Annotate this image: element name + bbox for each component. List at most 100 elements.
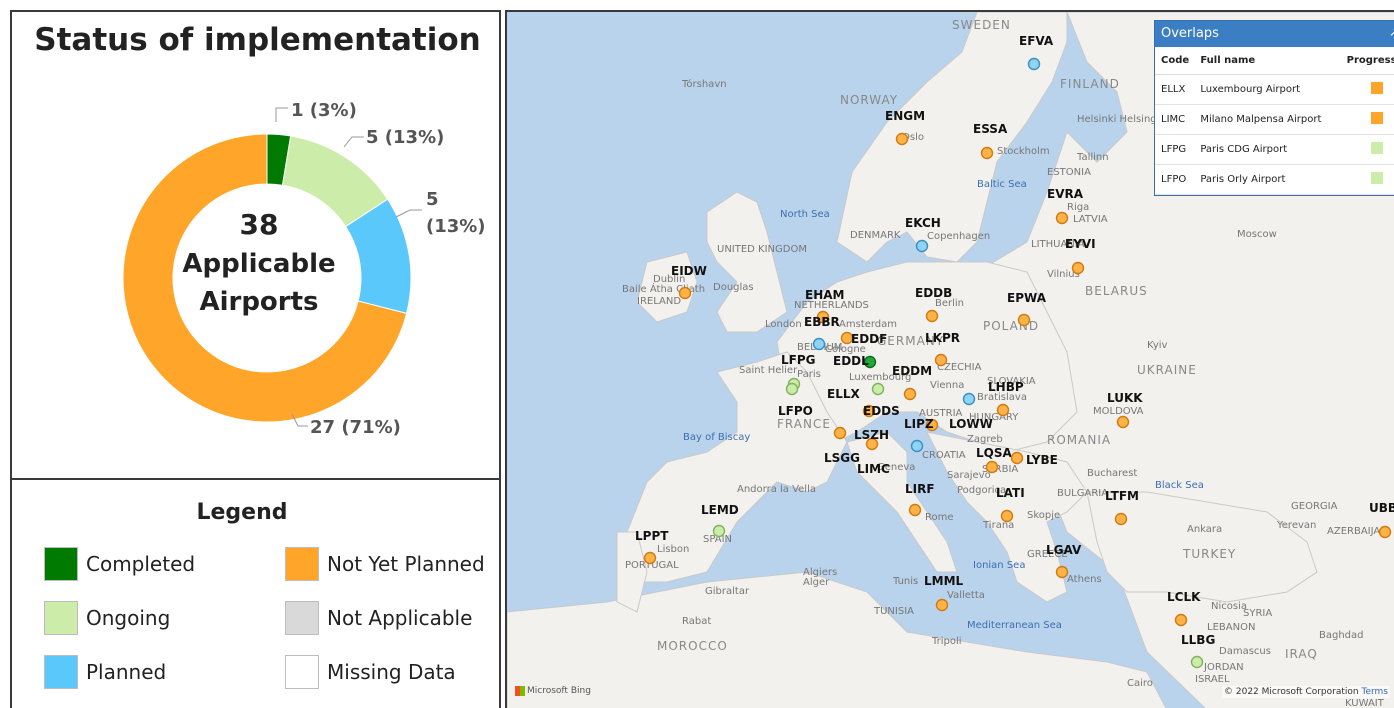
place-label: Saint Helier bbox=[739, 365, 798, 376]
legend-swatch bbox=[44, 655, 78, 689]
airport-code-label: LSGG bbox=[824, 451, 860, 465]
airport-marker-essa[interactable] bbox=[980, 146, 994, 160]
place-label: Andorra la Vella bbox=[737, 484, 816, 495]
place-label: Helsinki Helsingfors bbox=[1077, 114, 1176, 125]
place-label: Gibraltar bbox=[705, 586, 750, 597]
airport-marker-lszh[interactable] bbox=[865, 437, 879, 451]
airport-marker-eddb[interactable] bbox=[925, 309, 939, 323]
airport-marker-lkpr[interactable] bbox=[934, 353, 948, 367]
airport-marker-lgav[interactable] bbox=[1055, 565, 1069, 579]
place-label: Zagreb bbox=[967, 434, 1003, 445]
terms-link[interactable]: Terms bbox=[1361, 687, 1388, 697]
airport-marker-eham[interactable] bbox=[816, 310, 830, 324]
land-ireland bbox=[636, 251, 698, 323]
airport-marker-lfpo[interactable] bbox=[785, 382, 799, 396]
place-label: Berlin bbox=[935, 298, 964, 309]
place-label: Tórshavn bbox=[681, 78, 727, 90]
pin-icon[interactable]: ↗ bbox=[1389, 25, 1394, 39]
col-progress[interactable]: Progress bbox=[1340, 47, 1394, 75]
place-label: Ankara bbox=[1187, 524, 1222, 535]
bing-logo[interactable]: Microsoft Bing bbox=[515, 686, 591, 696]
cell-progress bbox=[1340, 164, 1394, 195]
airport-marker-evra[interactable] bbox=[1055, 211, 1069, 225]
airport-code-label: EDDM bbox=[892, 364, 932, 378]
airport-marker-lati[interactable] bbox=[1000, 509, 1014, 523]
place-label: UNITED KINGDOM bbox=[717, 244, 807, 255]
place-label: NETHERLANDS bbox=[794, 300, 869, 311]
place-label: Riga bbox=[1067, 202, 1089, 213]
airport-marker-lhbp[interactable] bbox=[962, 392, 976, 406]
progress-swatch bbox=[1370, 171, 1383, 184]
place-label: Ionian Sea bbox=[973, 560, 1025, 571]
airport-marker-loww[interactable] bbox=[996, 403, 1010, 417]
airport-marker-eddm[interactable] bbox=[903, 387, 917, 401]
label-ongoing: 5 (13%) bbox=[366, 127, 444, 148]
place-label: Dublin bbox=[653, 274, 685, 285]
airport-marker-lmml[interactable] bbox=[935, 598, 949, 612]
table-row[interactable]: ELLX Luxembourg Airport bbox=[1155, 74, 1394, 105]
airport-code-label: EYVI bbox=[1065, 237, 1096, 251]
leader-ongoing bbox=[343, 136, 364, 148]
airport-marker-ekch[interactable] bbox=[915, 239, 929, 253]
donut-segment-not-yet-planned[interactable] bbox=[122, 133, 408, 423]
legend-swatch bbox=[285, 547, 319, 581]
airport-marker-eidw[interactable] bbox=[678, 286, 692, 300]
cell-progress bbox=[1340, 104, 1394, 135]
airport-marker-ubbb[interactable] bbox=[1378, 525, 1392, 539]
airport-marker-ltfm[interactable] bbox=[1114, 512, 1128, 526]
airport-marker-lirf[interactable] bbox=[908, 503, 922, 517]
airport-marker-ebbr[interactable] bbox=[812, 337, 826, 351]
place-label: Tripoli bbox=[931, 636, 962, 647]
airport-marker-lqsa[interactable] bbox=[985, 460, 999, 474]
airport-marker-lemd[interactable] bbox=[712, 524, 726, 538]
land-turkey bbox=[1086, 491, 1318, 603]
place-label: AUSTRIA bbox=[919, 408, 963, 419]
place-label: Skopje bbox=[1027, 510, 1060, 521]
place-label: TURKEY bbox=[1182, 547, 1236, 561]
place-label: LEBANON bbox=[1207, 622, 1255, 633]
airport-marker-engm[interactable] bbox=[895, 132, 909, 146]
label-notplanned: 27 (71%) bbox=[310, 417, 401, 438]
airport-code-label: LFPG bbox=[781, 353, 816, 367]
status-panel: Status of implementation 38 Applicable A… bbox=[10, 10, 501, 480]
place-label: CROATIA bbox=[922, 450, 966, 461]
airport-marker-lclk[interactable] bbox=[1174, 613, 1188, 627]
place-label: Copenhagen bbox=[927, 231, 990, 242]
airport-marker-epwa[interactable] bbox=[1017, 313, 1031, 327]
col-full-name[interactable]: Full name bbox=[1194, 47, 1341, 75]
airport-marker-lukk[interactable] bbox=[1116, 415, 1130, 429]
airport-code-label: LMML bbox=[924, 574, 964, 588]
airport-marker-limc[interactable] bbox=[910, 439, 924, 453]
legend-item-ongoing: Ongoing bbox=[44, 601, 170, 635]
airport-marker-efva[interactable] bbox=[1027, 57, 1041, 71]
airport-marker-edds[interactable] bbox=[862, 404, 876, 418]
airport-marker-lppt[interactable] bbox=[643, 551, 657, 565]
center-line1: Applicable bbox=[182, 249, 335, 279]
legend-label: Not Applicable bbox=[327, 606, 473, 630]
airport-marker-lsgg[interactable] bbox=[833, 426, 847, 440]
airport-code-label: EHAM bbox=[805, 288, 844, 302]
airport-marker-eddf[interactable] bbox=[840, 331, 854, 345]
col-code[interactable]: Code bbox=[1155, 47, 1195, 75]
airport-marker-eddl[interactable] bbox=[863, 355, 877, 369]
airport-marker-llbg[interactable] bbox=[1190, 655, 1204, 669]
airport-marker-lipz[interactable] bbox=[925, 418, 939, 432]
airport-marker-ellx[interactable] bbox=[871, 382, 885, 396]
cell-name: Luxembourg Airport bbox=[1194, 74, 1341, 105]
airport-code-label: LATI bbox=[996, 486, 1025, 500]
place-label: Baghdad bbox=[1319, 630, 1364, 641]
airport-marker-eyvi[interactable] bbox=[1071, 261, 1085, 275]
place-label: Cairo bbox=[1127, 678, 1153, 689]
place-label: SPAIN bbox=[703, 534, 732, 545]
table-row[interactable]: LFPG Paris CDG Airport bbox=[1155, 134, 1394, 165]
table-row[interactable]: LIMC Milano Malpensa Airport bbox=[1155, 104, 1394, 135]
bing-logo-icon bbox=[515, 686, 525, 696]
place-label: Cologne bbox=[825, 344, 866, 355]
table-row[interactable]: LFPO Paris Orly Airport bbox=[1155, 164, 1394, 195]
place-label: Sarajevo bbox=[947, 470, 991, 481]
overlaps-panel[interactable]: Overlaps ↗ Code Full name Progress ELLX … bbox=[1154, 20, 1394, 196]
airport-code-label: LIMC bbox=[857, 462, 890, 476]
airport-marker-lybe[interactable] bbox=[1010, 451, 1024, 465]
